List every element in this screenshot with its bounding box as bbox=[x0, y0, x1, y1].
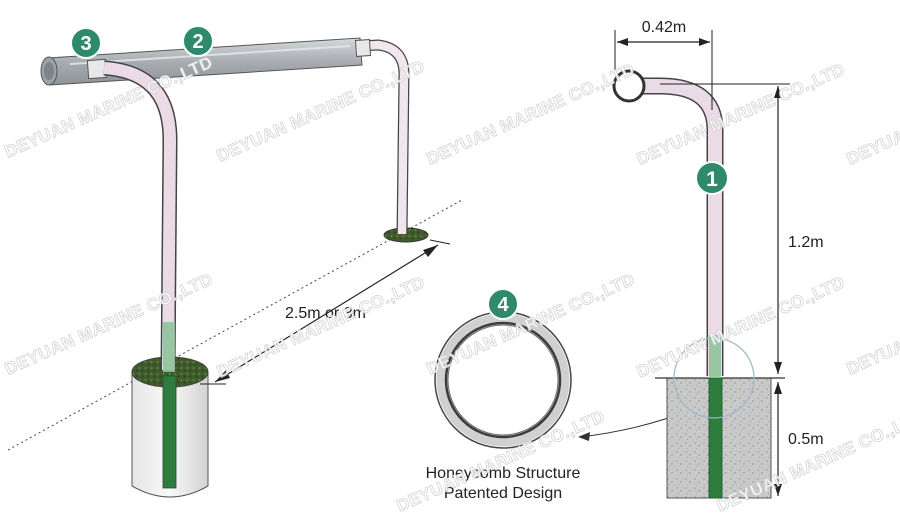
side-post-insert bbox=[709, 335, 721, 378]
caption-line-2: Patented Design bbox=[444, 485, 562, 502]
watermark: DEYUAN MARINE CO.,LTD bbox=[214, 273, 428, 382]
crossbar-end-view bbox=[612, 69, 646, 103]
caption-line-1: Honeycomb Structure bbox=[426, 465, 581, 482]
span-label: 2.5m or 3m bbox=[285, 305, 366, 322]
connector-sleeve bbox=[354, 38, 372, 58]
depth-label: 0.5m bbox=[788, 431, 824, 448]
span-dimension bbox=[200, 239, 451, 385]
width-dimension bbox=[614, 30, 713, 110]
height-dimension bbox=[660, 83, 790, 374]
height-label: 1.2m bbox=[788, 234, 824, 251]
watermark: DEYUAN MARINE CO.,LTD bbox=[844, 270, 900, 379]
svg-text:1: 1 bbox=[706, 168, 718, 191]
watermark: DEYUAN MARINE CO.,LTD bbox=[844, 60, 900, 169]
watermark: DEYUAN MARINE CO.,LTD bbox=[634, 60, 848, 169]
front-post-insert bbox=[163, 322, 175, 372]
svg-text:4: 4 bbox=[497, 294, 509, 316]
connector-sleeve bbox=[86, 58, 108, 80]
watermark: DEYUAN MARINE CO.,LTD bbox=[634, 273, 848, 382]
pipe-cross-section bbox=[434, 311, 572, 449]
depth-dimension bbox=[774, 382, 782, 496]
width-label: 0.42m bbox=[642, 19, 686, 36]
svg-text:2: 2 bbox=[192, 31, 203, 53]
marker-4: 4 bbox=[487, 288, 519, 320]
front-foundation bbox=[131, 356, 209, 498]
watermark: DEYUAN MARINE CO.,LTD bbox=[424, 60, 638, 169]
marker-2: 2 bbox=[182, 25, 214, 57]
svg-text:3: 3 bbox=[80, 33, 91, 55]
marker-1: 1 bbox=[695, 161, 729, 195]
marker-3: 3 bbox=[70, 27, 102, 59]
concrete-foundation bbox=[655, 377, 785, 499]
detail-circle bbox=[673, 337, 755, 419]
ground-line bbox=[7, 199, 463, 451]
